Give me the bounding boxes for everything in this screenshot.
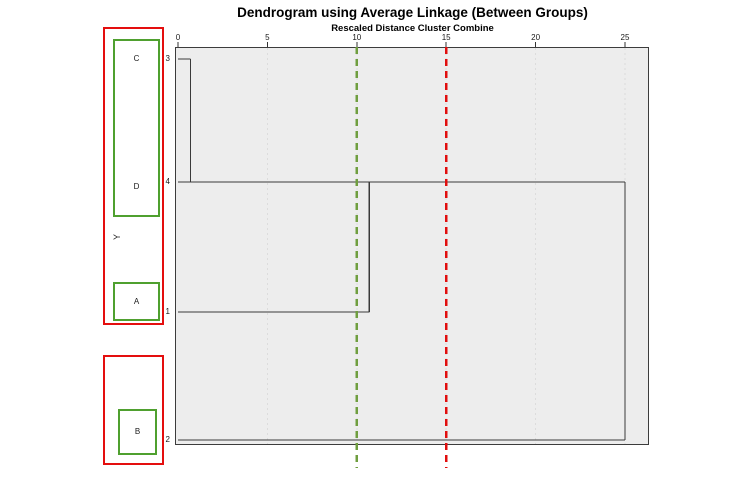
chart-subtitle: Rescaled Distance Cluster Combine [331, 23, 494, 34]
x-tick-label: 20 [531, 33, 541, 42]
row-label-case-2: 2 [165, 435, 170, 444]
case-letter-a: A [133, 297, 140, 306]
x-tick-label: 5 [265, 33, 270, 42]
plot-area [175, 47, 649, 445]
case-letter-d: D [133, 182, 140, 191]
row-label-case-1: 1 [165, 307, 170, 316]
green-annotation-box-cluster-a: A [113, 282, 160, 321]
x-tick-label: 10 [352, 33, 362, 42]
x-tick-label: 15 [441, 33, 451, 42]
case-letter-c: C [133, 54, 140, 63]
x-tick-label: 0 [175, 33, 181, 42]
row-label-case-4: 4 [165, 177, 170, 186]
x-tick-label: 25 [620, 33, 630, 42]
green-annotation-box-cluster-cd: C D [113, 39, 160, 217]
row-label-case-3: 3 [165, 54, 170, 63]
case-letter-b: B [134, 427, 141, 436]
red-annotation-box-cluster-b: B [103, 355, 164, 465]
green-annotation-box-cluster-b: B [118, 409, 157, 455]
red-annotation-box-cluster-cda: C D A [103, 27, 164, 325]
chart-title: Dendrogram using Average Linkage (Betwee… [237, 5, 588, 20]
